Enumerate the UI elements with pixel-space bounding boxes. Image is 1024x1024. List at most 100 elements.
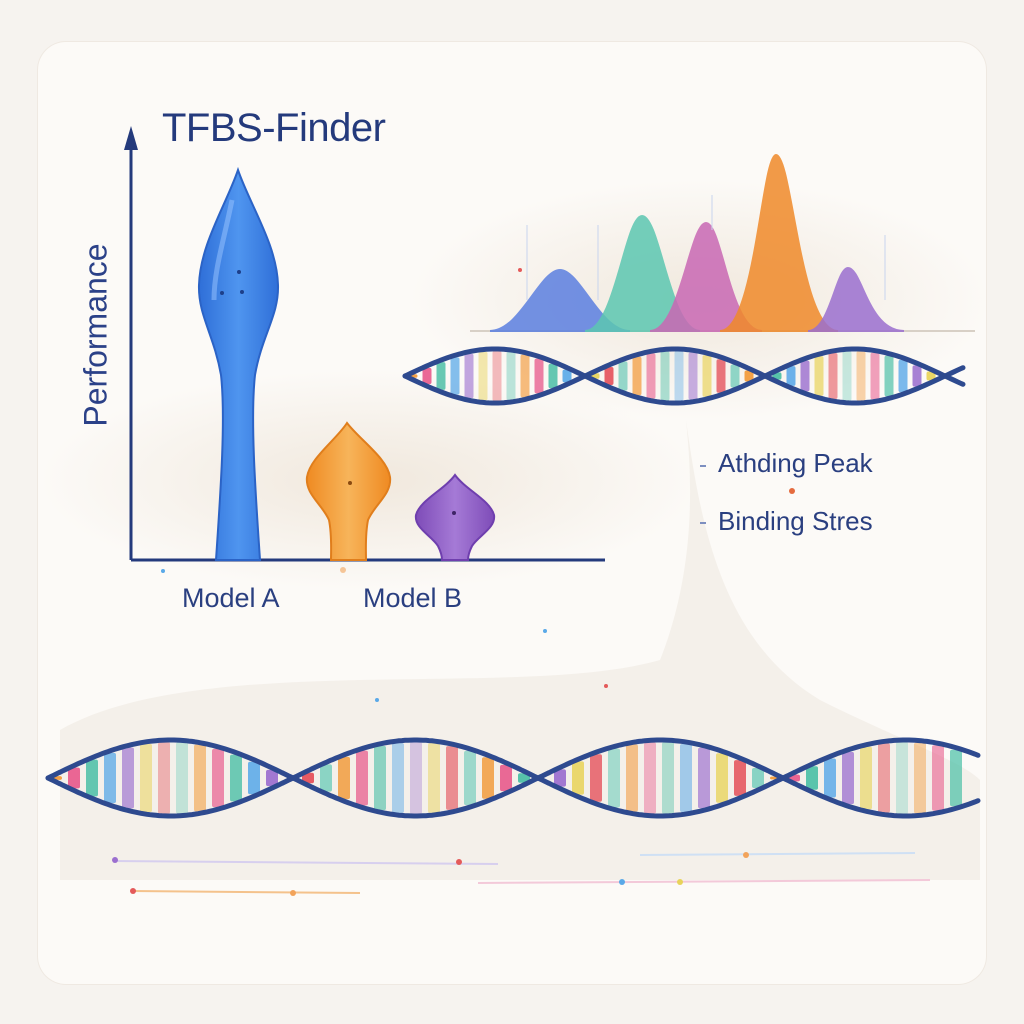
helix-strand	[45, 737, 981, 819]
peak-purple	[807, 266, 905, 332]
legend-item-binding: Binding Stres	[718, 506, 873, 536]
dna-helix-top	[402, 346, 966, 406]
scatter-dot	[161, 569, 165, 573]
base-pair	[752, 768, 764, 788]
base-pair	[730, 364, 740, 388]
base-pair	[950, 749, 962, 807]
track-line	[477, 879, 931, 884]
base-pair	[896, 742, 908, 814]
x-tick-model-a: Model A	[182, 583, 280, 613]
base-pair	[68, 767, 80, 789]
violin-model-b	[305, 421, 392, 561]
base-pair	[926, 371, 936, 381]
base-pair	[660, 351, 670, 401]
base-pair	[878, 743, 890, 813]
base-pair	[806, 766, 818, 790]
base-pair	[86, 759, 98, 797]
base-pair	[932, 745, 944, 811]
base-pair	[230, 754, 242, 802]
base-pair	[104, 752, 116, 804]
base-pair	[680, 744, 692, 812]
base-pair	[140, 743, 152, 813]
base-pair	[212, 748, 224, 808]
base-pair	[702, 355, 712, 397]
helix-strand	[45, 737, 981, 819]
base-pair	[506, 352, 516, 400]
base-pair	[884, 355, 894, 397]
peak-group	[470, 153, 975, 332]
legend-marker	[700, 465, 706, 467]
base-pair	[122, 747, 134, 809]
base-pair	[534, 358, 544, 394]
base-pair	[446, 746, 458, 810]
base-pair	[410, 742, 422, 814]
legend-dot	[789, 488, 795, 494]
base-pair	[734, 760, 746, 796]
track-dot	[619, 879, 625, 885]
legend-marker	[700, 522, 706, 524]
track-dot	[130, 888, 136, 894]
base-pair	[842, 751, 854, 805]
base-pair	[626, 744, 638, 812]
base-pair	[856, 351, 866, 401]
data-point	[240, 290, 244, 294]
scatter-dot	[518, 268, 522, 272]
track-dot	[743, 852, 749, 858]
track-dot	[677, 879, 683, 885]
base-pair	[464, 750, 476, 806]
track-dot	[290, 890, 296, 896]
base-pair	[744, 370, 754, 382]
base-pair	[320, 764, 332, 792]
violin-highlight	[211, 199, 235, 301]
base-pair	[302, 772, 314, 784]
base-pair	[520, 354, 530, 398]
base-pair	[436, 362, 446, 390]
base-pair	[618, 361, 628, 391]
base-pair	[194, 744, 206, 812]
chart-title: TFBS-Finder	[162, 106, 386, 150]
decor-lines	[112, 268, 931, 896]
base-pair	[478, 351, 488, 401]
base-pair	[608, 748, 620, 808]
base-pair	[662, 742, 674, 814]
base-pair	[176, 742, 188, 814]
helix-strand	[402, 346, 966, 406]
track-dot	[112, 857, 118, 863]
base-pair	[590, 754, 602, 802]
base-pair	[824, 758, 836, 798]
base-pair	[898, 359, 908, 393]
helix-strand	[402, 346, 966, 406]
base-pair	[914, 742, 926, 814]
legend-item-peak: Athding Peak	[718, 448, 873, 478]
base-pair	[492, 351, 502, 401]
scatter-dot	[543, 629, 547, 633]
base-pair	[646, 353, 656, 399]
data-point	[220, 291, 224, 295]
data-point	[348, 481, 352, 485]
track-dot	[456, 859, 462, 865]
base-pair	[604, 367, 614, 385]
dna-helix-bottom	[45, 737, 981, 819]
base-pair	[450, 357, 460, 395]
base-pair	[688, 352, 698, 400]
track-line	[131, 890, 361, 894]
base-pair	[828, 352, 838, 400]
base-pair	[554, 769, 566, 787]
data-point	[237, 270, 241, 274]
base-pair	[870, 352, 880, 400]
scatter-dot	[375, 698, 379, 702]
base-pair	[814, 356, 824, 396]
scatter-dot	[604, 684, 608, 688]
base-pair	[428, 743, 440, 813]
track-line	[112, 860, 499, 865]
base-pair	[786, 366, 796, 386]
data-point	[340, 567, 346, 573]
base-pair	[860, 746, 872, 810]
base-pair	[422, 367, 432, 385]
base-pair	[374, 745, 386, 811]
base-pair	[800, 360, 810, 392]
base-pair	[338, 756, 350, 800]
violin-extra	[414, 473, 496, 561]
base-pair	[716, 753, 728, 803]
